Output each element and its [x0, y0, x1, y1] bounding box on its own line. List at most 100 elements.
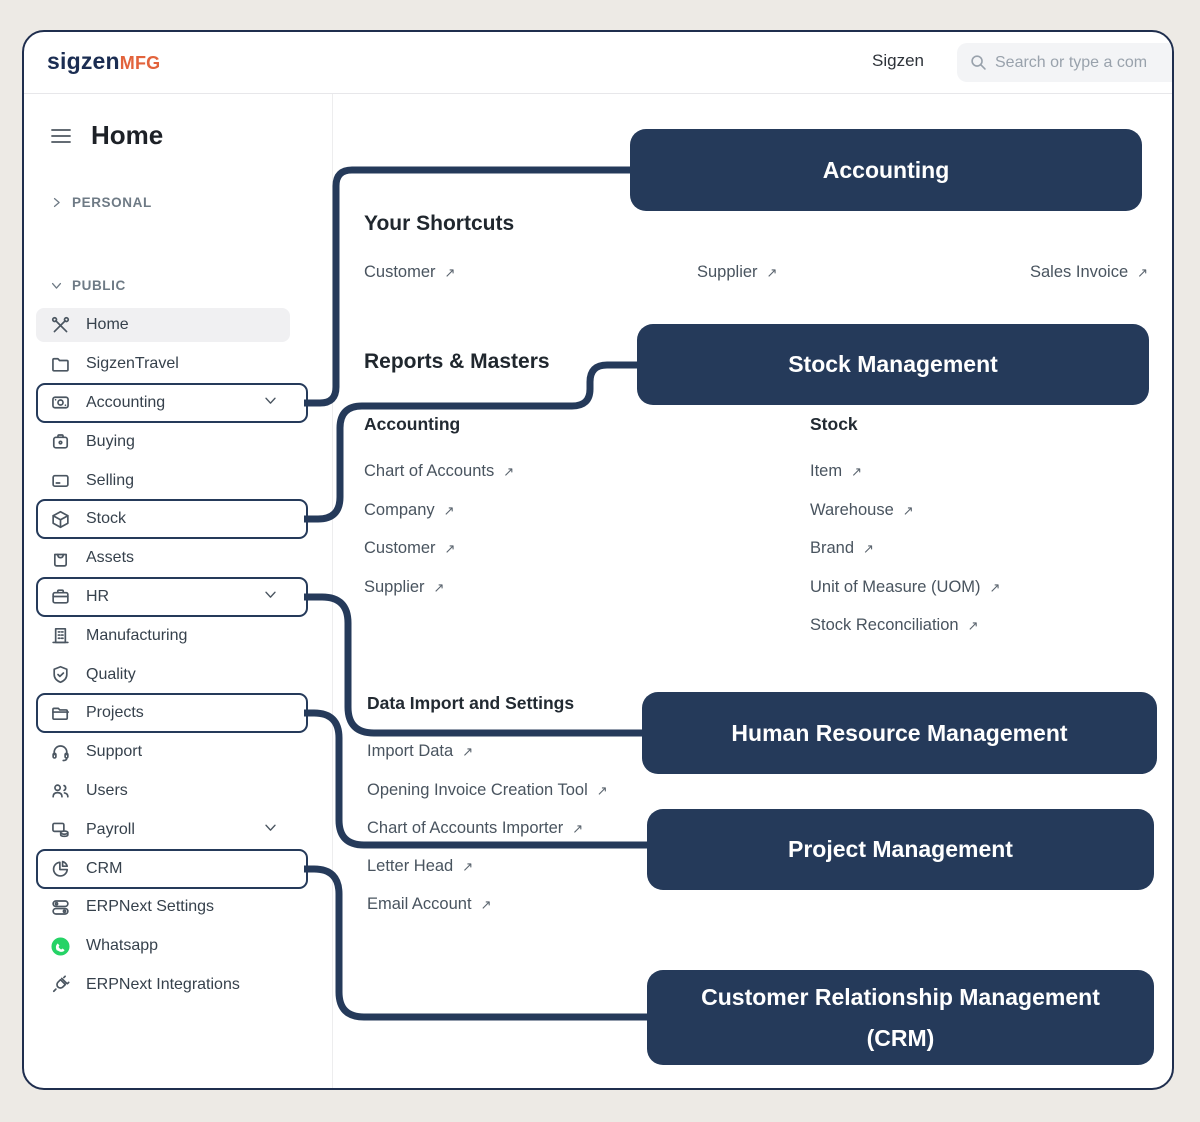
shortcut-supplier[interactable]: Supplier ↗ [697, 263, 777, 282]
external-link-icon: ↗ [902, 502, 914, 518]
link-label: Warehouse [810, 501, 894, 519]
sidebar-item-selling[interactable]: Selling [24, 461, 332, 500]
sidebar-item-label: Selling [86, 471, 135, 489]
external-link-icon: ↗ [851, 463, 862, 479]
link-warehouse[interactable]: Warehouse ↗ [810, 501, 914, 520]
global-search[interactable] [957, 43, 1172, 82]
sidebar-item-sigzentravel[interactable]: SigzenTravel [24, 345, 332, 384]
sidebar-item-erpnext-settings[interactable]: ERPNext Settings [24, 888, 332, 927]
sidebar-item-label: ERPNext Settings [86, 898, 215, 916]
link-label: Supplier [364, 578, 425, 596]
link-label: Brand [810, 539, 855, 557]
link-chart-of-accounts-importer[interactable]: Chart of Accounts Importer ↗ [367, 819, 583, 838]
plug-icon [50, 974, 71, 995]
link-label: Import Data [367, 742, 454, 760]
link-email-account[interactable]: Email Account ↗ [367, 895, 491, 914]
shortcut-sales-invoice[interactable]: Sales Invoice ↗ [1030, 263, 1148, 282]
link-label: Email Account [367, 895, 472, 913]
sidebar-item-label: Quality [86, 665, 136, 683]
callout-human-resource-management: Human Resource Management [642, 692, 1157, 774]
link-unit-of-measure[interactable]: Unit of Measure (UOM) ↗ [810, 578, 1000, 597]
link-label: Letter Head [367, 857, 454, 875]
topbar-divider [24, 93, 1172, 94]
search-input[interactable] [995, 43, 1172, 82]
link-chart-of-accounts[interactable]: Chart of Accounts ↗ [364, 462, 514, 481]
sidebar-item-quality[interactable]: Quality [24, 655, 332, 694]
link-label: Customer [364, 539, 436, 557]
shortcut-customer[interactable]: Customer ↗ [364, 263, 455, 282]
link-label: Unit of Measure (UOM) [810, 578, 981, 596]
sidebar-item-label: Payroll [86, 820, 135, 838]
sidebar-toggle-icon[interactable] [50, 126, 74, 146]
section-label: PERSONAL [72, 195, 152, 210]
sidebar-item-erpnext-integrations[interactable]: ERPNext Integrations [24, 966, 332, 1005]
sidebar-item-label: Assets [86, 549, 135, 567]
sidebar-item-label: SigzenTravel [86, 355, 179, 373]
external-link-icon: ↗ [572, 820, 584, 836]
data-import-title: Data Import and Settings [367, 693, 575, 713]
link-label: Company [364, 501, 435, 519]
sidebar-item-home[interactable]: Home [24, 306, 332, 345]
chevron-down-icon[interactable] [263, 393, 278, 413]
chevron-down-icon[interactable] [263, 820, 278, 840]
link-letter-head[interactable]: Letter Head ↗ [367, 857, 473, 876]
link-customer[interactable]: Customer ↗ [364, 539, 455, 558]
sidebar-item-payroll[interactable]: Payroll [24, 810, 332, 849]
section-label: PUBLIC [72, 278, 126, 293]
sidebar-item-buying[interactable]: Buying [24, 422, 332, 461]
external-link-icon: ↗ [967, 617, 979, 633]
sidebar-item-users[interactable]: Users [24, 772, 332, 811]
link-item[interactable]: Item ↗ [810, 462, 862, 481]
sidebar-item-hr[interactable]: HR [24, 578, 332, 617]
sidebar-item-projects[interactable]: Projects [24, 694, 332, 733]
external-link-icon: ↗ [462, 858, 474, 874]
sidebar-section-personal[interactable]: PERSONAL [50, 195, 152, 210]
external-link-icon: ↗ [444, 540, 456, 556]
external-link-icon: ↗ [443, 502, 455, 518]
reports-col-stock-title: Stock [810, 414, 858, 434]
chevron-down-icon[interactable] [263, 587, 278, 607]
home-tools-icon [50, 315, 71, 336]
external-link-icon: ↗ [433, 579, 445, 595]
sidebar-section-public[interactable]: PUBLIC [50, 278, 126, 293]
cube-icon [50, 509, 71, 530]
sidebar-item-label: Projects [86, 704, 144, 722]
link-brand[interactable]: Brand ↗ [810, 539, 874, 558]
external-link-icon: ↗ [989, 579, 1001, 595]
link-company[interactable]: Company ↗ [364, 501, 455, 520]
sidebar-item-support[interactable]: Support [24, 733, 332, 772]
selling-card-icon [50, 470, 71, 491]
sidebar-item-whatsapp[interactable]: Whatsapp [24, 927, 332, 966]
factory-building-icon [50, 625, 71, 646]
sidebar-item-label: HR [86, 587, 110, 605]
sliders-icon [50, 897, 71, 918]
link-supplier[interactable]: Supplier ↗ [364, 578, 444, 597]
sidebar-item-label: Users [86, 781, 128, 799]
link-import-data[interactable]: Import Data ↗ [367, 742, 473, 761]
chevron-right-icon [53, 197, 60, 208]
reports-masters-title: Reports & Masters [364, 350, 550, 373]
link-stock-reconciliation[interactable]: Stock Reconciliation ↗ [810, 616, 978, 635]
sidebar-item-manufacturing[interactable]: Manufacturing [24, 616, 332, 655]
sidebar-item-accounting[interactable]: Accounting [24, 384, 332, 423]
shortcuts-title: Your Shortcuts [364, 212, 515, 235]
external-link-icon: ↗ [766, 264, 778, 280]
external-link-icon: ↗ [596, 782, 608, 798]
sidebar-item-stock[interactable]: Stock [24, 500, 332, 539]
briefcase-icon [50, 586, 71, 607]
cash-register-icon [50, 392, 71, 413]
sidebar-item-crm[interactable]: CRM [24, 849, 332, 888]
external-link-icon: ↗ [863, 540, 874, 556]
external-link-icon: ↗ [462, 743, 474, 759]
link-label: Supplier [697, 263, 758, 281]
user-menu-label[interactable]: Sigzen [872, 51, 924, 70]
search-icon [971, 55, 986, 70]
logo-text: sigzen [47, 48, 120, 74]
callout-accounting: Accounting [630, 129, 1142, 211]
folder-icon [50, 354, 71, 375]
sidebar-item-assets[interactable]: Assets [24, 539, 332, 578]
link-label: Chart of Accounts Importer [367, 819, 564, 837]
link-opening-invoice-creation-tool[interactable]: Opening Invoice Creation Tool ↗ [367, 781, 608, 800]
external-link-icon: ↗ [1137, 264, 1149, 280]
